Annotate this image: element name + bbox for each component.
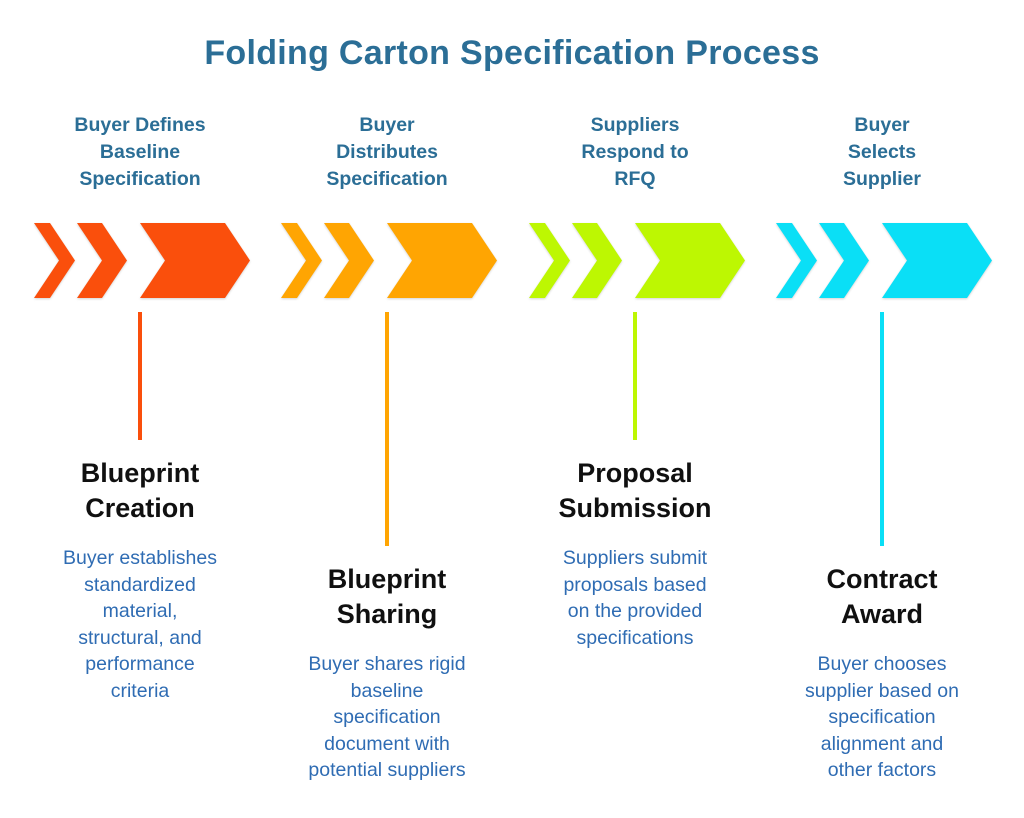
step-header: Buyer Distributes Specification xyxy=(326,114,448,190)
connector-line xyxy=(880,312,884,546)
chevron-segment-icon xyxy=(281,223,322,298)
connector-line xyxy=(633,312,637,440)
chevron-arrows-icon xyxy=(281,223,497,298)
step-column-blueprint-creation: Buyer Defines Baseline Specification Blu… xyxy=(23,0,257,818)
page-title: Folding Carton Specification Process xyxy=(204,34,820,72)
connector-line-fill xyxy=(138,312,142,440)
step-description: Buyer chooses supplier based on specific… xyxy=(805,653,959,781)
step-column-proposal-submission: Suppliers Respond to RFQ Proposal Submis… xyxy=(518,0,752,818)
chevron-segment-icon xyxy=(77,223,127,298)
connector-line-fill xyxy=(880,312,884,546)
step-header: Suppliers Respond to RFQ xyxy=(581,114,689,190)
arrow-segment-icon xyxy=(140,223,250,298)
connector-line-fill xyxy=(633,312,637,440)
step-column-blueprint-sharing: Buyer Distributes Specification Blueprin… xyxy=(270,0,504,818)
chevron-segment-icon xyxy=(776,223,817,298)
arrow-segment-icon xyxy=(387,223,497,298)
step-description: Suppliers submit proposals based on the … xyxy=(562,547,708,649)
chevron-segment-icon xyxy=(572,223,622,298)
chevron-arrows-icon xyxy=(776,223,992,298)
step-title: Contract Award xyxy=(826,564,938,629)
chevron-segment-icon xyxy=(34,223,75,298)
connector-line xyxy=(385,312,389,546)
connector-line-fill xyxy=(385,312,389,546)
arrow-segment-icon xyxy=(882,223,992,298)
chevron-arrows-icon xyxy=(529,223,745,298)
step-header: Buyer Selects Supplier xyxy=(842,114,921,190)
step-title: Proposal Submission xyxy=(558,458,712,523)
chevron-segment-icon xyxy=(324,223,374,298)
arrow-segment-icon xyxy=(635,223,745,298)
step-title: Blueprint Creation xyxy=(80,458,200,523)
chevron-arrows-icon xyxy=(34,223,250,298)
chevron-segment-icon xyxy=(819,223,869,298)
step-header: Buyer Defines Baseline Specification xyxy=(74,114,206,190)
connector-line xyxy=(138,312,142,440)
step-title: Blueprint Sharing xyxy=(327,564,447,629)
chevron-segment-icon xyxy=(529,223,570,298)
step-column-contract-award: Buyer Selects Supplier Contract Award Bu… xyxy=(765,0,999,818)
step-description: Buyer shares rigid baseline specificatio… xyxy=(308,653,466,781)
step-description: Buyer establishes standardized material,… xyxy=(63,547,217,702)
